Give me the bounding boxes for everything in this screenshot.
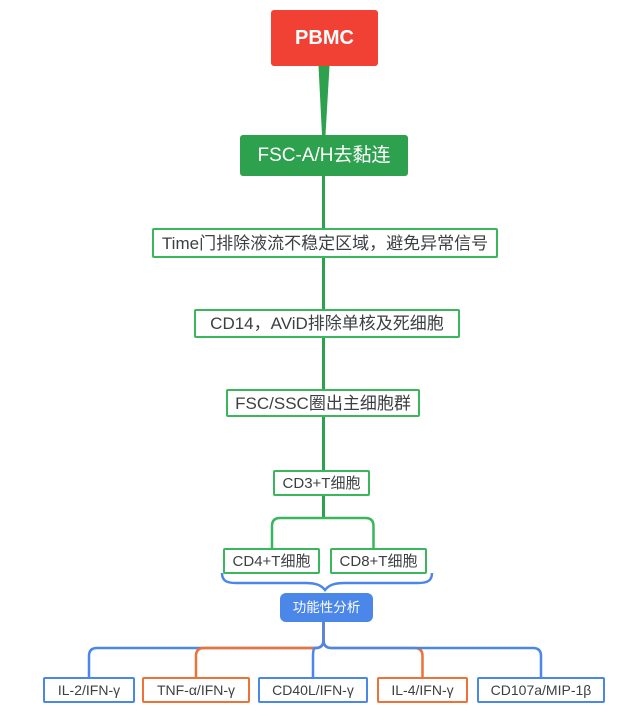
connector-pbmc-stem: [318, 66, 330, 135]
node-cd4-t-cells: CD4+T细胞: [223, 548, 320, 574]
node-fsc-ssc: FSC/SSC圈出主细胞群: [226, 389, 420, 417]
connector-cd107a: [322, 622, 543, 677]
node-cd14-avid: CD14，AViD排除单核及死细胞: [194, 309, 460, 338]
node-cd40l-ifng: CD40L/IFN-γ: [258, 677, 368, 703]
node-time-gate: Time门排除液流不稳定区域，避免异常信号: [152, 228, 498, 258]
node-fsc-ah-doublet-exclusion: FSC-A/H去黏连: [240, 135, 408, 176]
connector-il4: [322, 622, 424, 677]
underbrace-functional: [220, 572, 434, 592]
node-il2-ifng: IL-2/IFN-γ: [43, 677, 135, 703]
node-functional-analysis: 功能性分析: [280, 593, 373, 622]
branch-bracket-cd4-cd8: [270, 516, 375, 548]
connector-il2: [87, 622, 325, 677]
node-cd8-t-cells: CD8+T细胞: [330, 548, 427, 574]
connector-tnf: [194, 622, 325, 677]
node-pbmc: PBMC: [271, 10, 378, 66]
node-il4-ifng: IL-4/IFN-γ: [377, 677, 468, 703]
node-tnfa-ifng: TNF-α/IFN-γ: [142, 677, 250, 703]
node-cd107a-mip1b: CD107a/MIP-1β: [477, 677, 605, 703]
node-cd3-t-cells: CD3+T细胞: [273, 470, 370, 496]
connector-cd40l: [311, 622, 325, 677]
